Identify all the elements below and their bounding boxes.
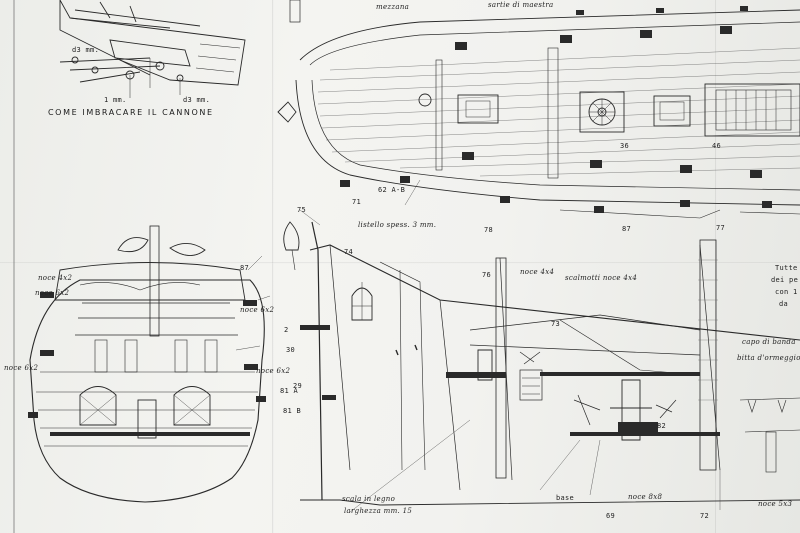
paper-fold xyxy=(0,262,800,264)
label-sartie: sartie di maestra xyxy=(488,1,554,9)
label-30: 30 xyxy=(286,346,296,354)
caption-cannon: COME IMBRACARE IL CANNONE xyxy=(48,108,214,117)
label-larghezza: larghezza mm. 15 xyxy=(344,507,413,515)
label-noce-right-2: noce 6x2 xyxy=(256,367,291,375)
label-base: base xyxy=(556,494,575,502)
label-noce-right: noce 6x2 xyxy=(240,306,275,314)
label-noce-top: noce 4x2 xyxy=(38,274,73,282)
label-87-stern: 87 xyxy=(240,264,250,272)
label-scala: scala in legno xyxy=(342,495,396,503)
label-87-deck: 87 xyxy=(622,225,632,233)
label-36: 36 xyxy=(620,142,630,150)
label-74: 74 xyxy=(344,248,354,256)
label-72: 72 xyxy=(700,512,710,520)
note-line-4: da xyxy=(779,300,789,308)
note-line-2: dei pe xyxy=(771,276,799,284)
label-78: 78 xyxy=(484,226,494,234)
label-capo-banda: capo di banda xyxy=(742,338,796,346)
label-29: 29 xyxy=(293,382,303,390)
cannon-rigging-sketch xyxy=(59,0,246,98)
label-75: 75 xyxy=(297,206,307,214)
label-listello: listello spess. 3 mm. xyxy=(358,221,437,229)
label-81a: 81 A xyxy=(280,387,299,395)
label-scalmotti: scalmotti noce 4x4 xyxy=(565,274,638,282)
label-noce-left: noce 6x2 xyxy=(4,364,39,372)
label-2: 2 xyxy=(284,326,289,334)
label-81b: 81 B xyxy=(283,407,302,415)
label-bitta: bitta d'ormeggio xyxy=(737,354,800,362)
right-partial-drawing xyxy=(739,397,800,473)
label-76: 76 xyxy=(482,271,492,279)
paper-fold xyxy=(272,0,274,533)
label-noce-mid: noce 6x2 xyxy=(35,289,70,297)
label-cannon-2: d3 mm. xyxy=(183,96,211,104)
label-noce-44: noce 4x4 xyxy=(520,268,555,276)
side-elevation xyxy=(283,221,800,506)
label-noce-88: noce 8x8 xyxy=(628,493,663,501)
note-line-3: con 1 xyxy=(775,288,798,296)
label-46: 46 xyxy=(712,142,722,150)
note-line-1: Tutte xyxy=(775,264,798,272)
label-cannon-3: 1 mm. xyxy=(104,96,127,104)
label-69: 69 xyxy=(606,512,616,520)
label-82: 82 xyxy=(657,422,667,430)
stern-view xyxy=(28,225,271,503)
deck-plan-view xyxy=(277,0,800,219)
label-noce-small: noce 5x3 xyxy=(758,500,793,508)
label-mezzana: mezzana xyxy=(376,3,410,11)
label-62ab: 62 A-B xyxy=(378,186,406,194)
label-71: 71 xyxy=(352,198,362,206)
label-77: 77 xyxy=(716,224,726,232)
label-73: 73 xyxy=(551,320,561,328)
label-cannon-1: d3 mm. xyxy=(72,46,100,54)
